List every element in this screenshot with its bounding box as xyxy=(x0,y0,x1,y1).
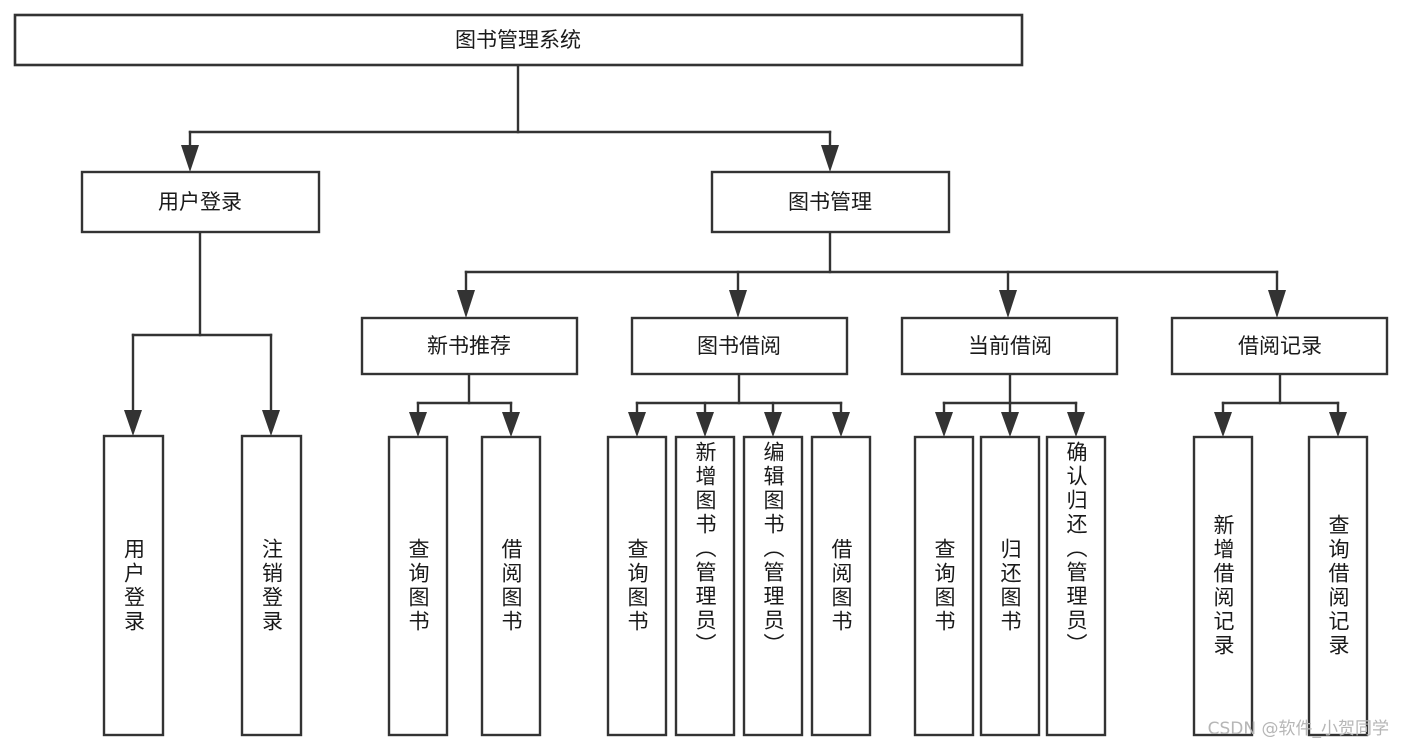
node-leaf-current-borrow-1[interactable] xyxy=(913,435,975,737)
arrowhead-user-login xyxy=(181,145,199,172)
arrowhead-leaf-user-login-1 xyxy=(124,410,142,436)
node-leaf-borrow-record-2-box[interactable] xyxy=(1307,435,1369,737)
node-leaf-book-borrow-3[interactable] xyxy=(742,435,804,737)
watermark-text: CSDN @软件_小贺同学 xyxy=(1207,719,1389,739)
node-root-box[interactable] xyxy=(13,13,1024,67)
node-user-login[interactable]: 用户登录 xyxy=(80,170,321,234)
node-book-borrow-box[interactable] xyxy=(630,316,849,376)
node-leaf-borrow-record-1-box[interactable] xyxy=(1192,435,1254,737)
node-book-borrow-label: 图书借阅 xyxy=(697,334,781,358)
connector-group-new-book-recommend xyxy=(409,372,520,437)
node-new-book-recommend-label: 新书推荐 xyxy=(427,334,511,358)
node-new-book-recommend[interactable]: 新书推荐 xyxy=(360,316,579,376)
node-leaf-book-borrow-3-box[interactable] xyxy=(742,435,804,737)
connector-group-book-manage xyxy=(457,230,1286,318)
node-book-borrow[interactable]: 图书借阅 xyxy=(630,316,849,376)
node-book-manage-label: 图书管理 xyxy=(788,190,872,214)
node-leaf-book-borrow-1-box[interactable] xyxy=(606,435,668,737)
node-leaf-current-borrow-1-box[interactable] xyxy=(913,435,975,737)
node-book-manage-box[interactable] xyxy=(710,170,951,234)
arrowhead-leaf-new-book-2 xyxy=(502,412,520,437)
arrowhead-book-borrow xyxy=(729,290,747,318)
node-borrow-record[interactable]: 借阅记录 xyxy=(1170,316,1389,376)
arrowhead-new-book-recommend xyxy=(457,290,475,318)
arrowhead-leaf-current-borrow-2 xyxy=(1001,412,1019,437)
node-leaf-book-borrow-4-box[interactable] xyxy=(810,435,872,737)
arrowhead-borrow-record xyxy=(1268,290,1286,318)
node-new-book-recommend-box[interactable] xyxy=(360,316,579,376)
arrowhead-leaf-current-borrow-3 xyxy=(1067,412,1085,437)
node-leaf-user-login-2[interactable] xyxy=(240,434,303,737)
node-root-label: 图书管理系统 xyxy=(455,28,581,52)
node-leaf-user-login-1-box[interactable] xyxy=(102,434,165,737)
node-leaf-new-book-2[interactable] xyxy=(480,435,542,737)
node-book-manage[interactable]: 图书管理 xyxy=(710,170,951,234)
node-current-borrow-box[interactable] xyxy=(900,316,1119,376)
node-leaf-book-borrow-2-box[interactable] xyxy=(674,435,736,737)
arrowhead-leaf-current-borrow-1 xyxy=(935,412,953,437)
node-leaf-book-borrow-4[interactable] xyxy=(810,435,872,737)
node-user-login-box[interactable] xyxy=(80,170,321,234)
node-borrow-record-box[interactable] xyxy=(1170,316,1389,376)
connector-group-root xyxy=(181,63,839,172)
node-leaf-borrow-record-1[interactable] xyxy=(1192,435,1254,737)
node-leaf-current-borrow-2-box[interactable] xyxy=(979,435,1041,737)
node-borrow-record-label: 借阅记录 xyxy=(1238,334,1322,358)
arrowhead-leaf-book-borrow-1 xyxy=(628,412,646,437)
node-root[interactable]: 图书管理系统 xyxy=(13,13,1024,67)
arrowhead-leaf-borrow-record-2 xyxy=(1329,412,1347,437)
node-leaf-new-book-2-box[interactable] xyxy=(480,435,542,737)
connector-group-user-login xyxy=(124,230,280,436)
node-leaf-borrow-record-2[interactable] xyxy=(1307,435,1369,737)
node-current-borrow[interactable]: 当前借阅 xyxy=(900,316,1119,376)
node-leaf-current-borrow-2[interactable] xyxy=(979,435,1041,737)
arrowhead-current-borrow xyxy=(999,290,1017,318)
node-leaf-book-borrow-1[interactable] xyxy=(606,435,668,737)
arrowhead-leaf-user-login-2 xyxy=(262,410,280,436)
node-leaf-user-login-2-box[interactable] xyxy=(240,434,303,737)
connector-group-book-borrow xyxy=(628,372,850,437)
arrowhead-leaf-book-borrow-4 xyxy=(832,412,850,437)
arrowhead-leaf-book-borrow-2 xyxy=(696,412,714,437)
node-user-login-label: 用户登录 xyxy=(158,190,242,214)
node-leaf-book-borrow-2[interactable] xyxy=(674,435,736,737)
arrowhead-book-manage xyxy=(821,145,839,172)
arrowhead-leaf-book-borrow-3 xyxy=(764,412,782,437)
connector-group-borrow-record xyxy=(1214,372,1347,437)
node-leaf-current-borrow-3-box[interactable] xyxy=(1045,435,1107,737)
node-leaf-new-book-1-box[interactable] xyxy=(387,435,449,737)
node-leaf-current-borrow-3[interactable] xyxy=(1045,435,1107,737)
node-leaf-user-login-1[interactable] xyxy=(102,434,165,737)
connector-group-current-borrow xyxy=(935,372,1085,437)
node-current-borrow-label: 当前借阅 xyxy=(968,334,1052,358)
arrowhead-leaf-borrow-record-1 xyxy=(1214,412,1232,437)
arrowhead-leaf-new-book-1 xyxy=(409,412,427,437)
node-leaf-new-book-1[interactable] xyxy=(387,435,449,737)
